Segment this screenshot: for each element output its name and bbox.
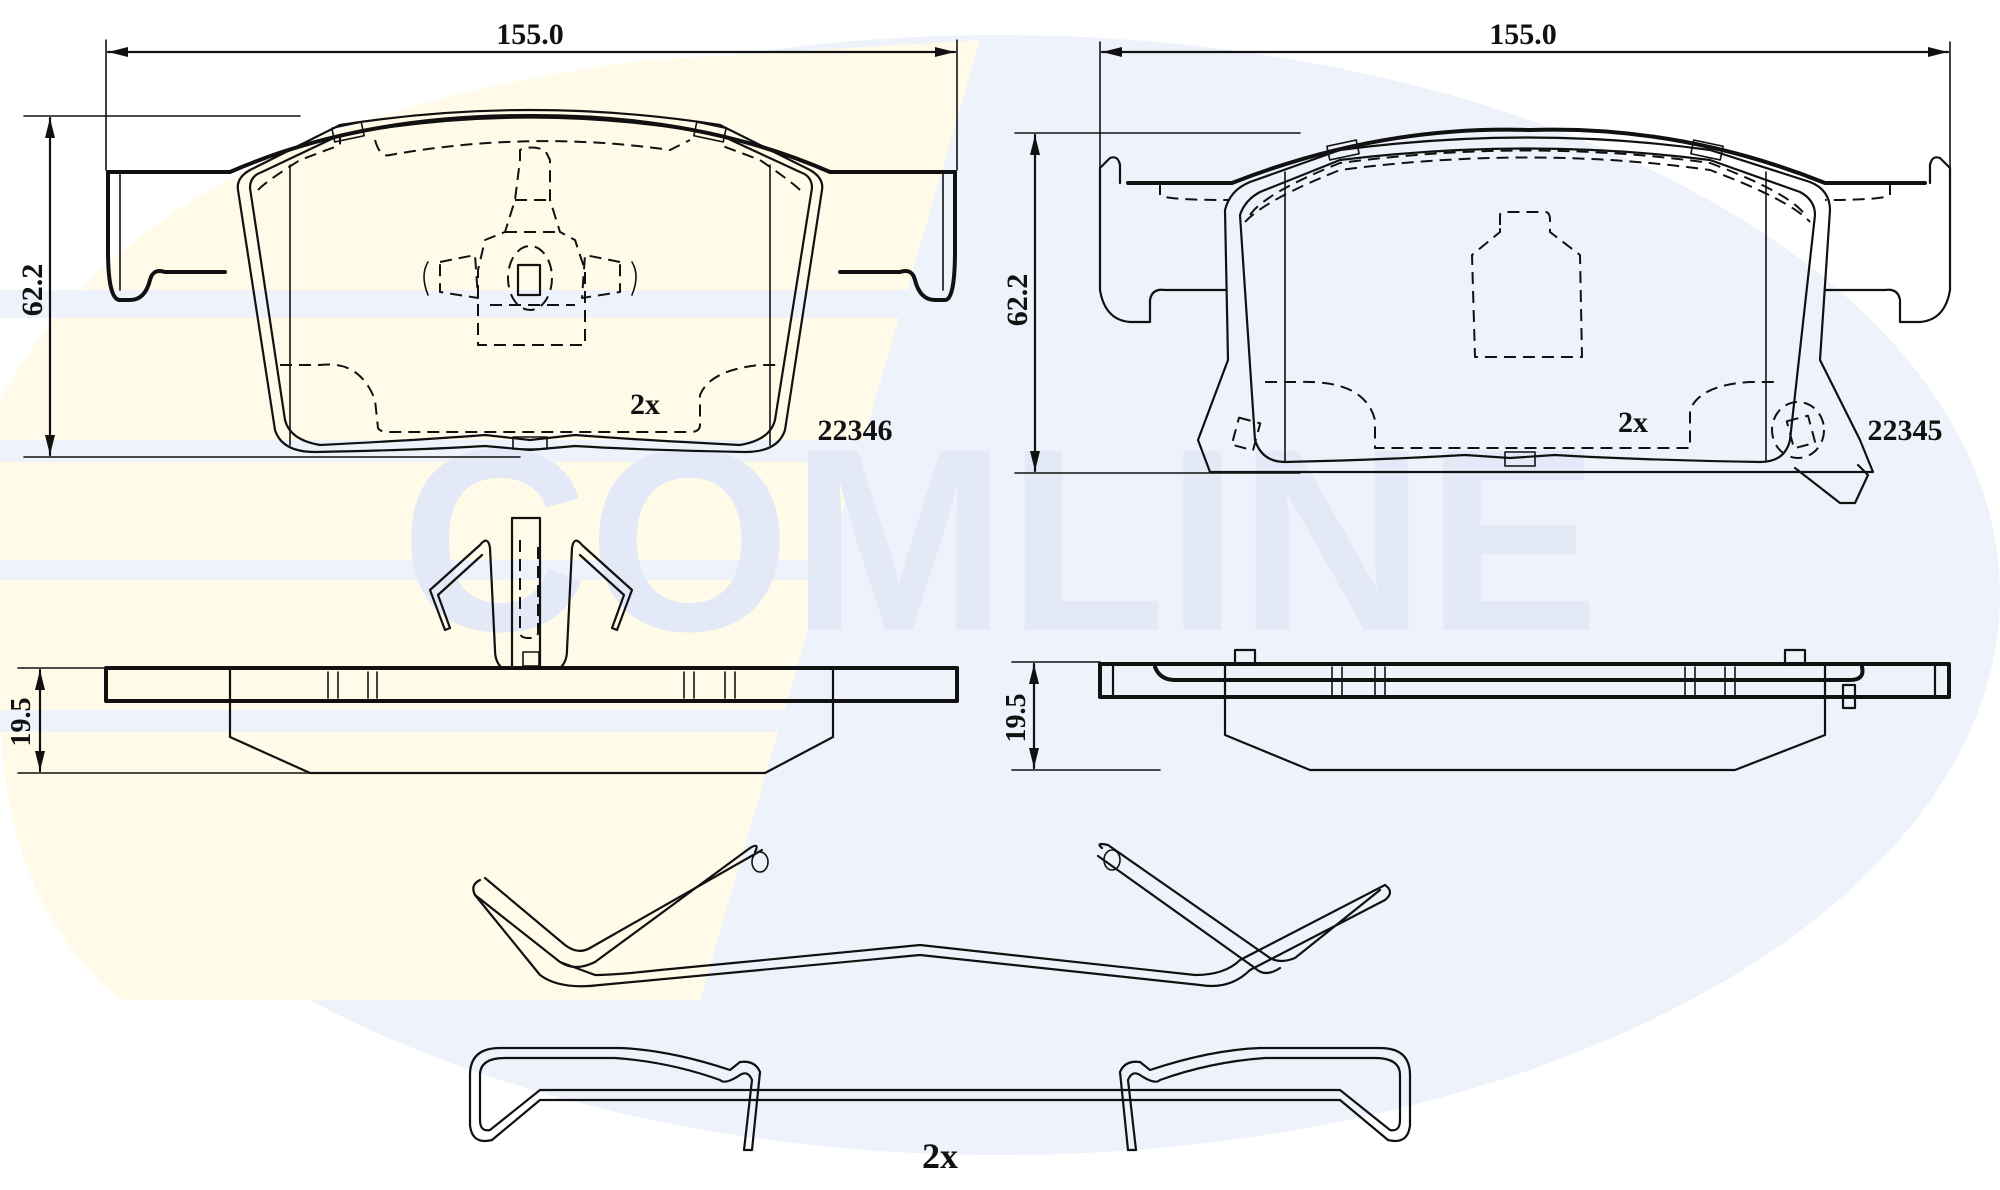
pad-22346-thickness-dimension: 19.5 [6,698,37,747]
pad-22345-side-view: 19.5 [1001,648,1951,772]
pad-22346-part-number: 22346 [818,414,893,447]
anti-rattle-spring-bracket: 2x [468,1046,1412,1176]
pad-22346-height-dimension: 62.2 [16,264,49,317]
spring-quantity: 2x [922,1136,958,1176]
pad-22346-sensor-outline [423,146,637,346]
pad-22346-quantity: 2x [630,388,660,421]
pad-22345-front-view: 155.0 62.2 2x 22345 [1001,18,1952,505]
watermark-text: COMLINE [401,396,1600,686]
comline-watermark: COMLINE [0,35,2000,1155]
pad-22345-part-number: 22345 [1868,414,1943,447]
pad-22346-width-dimension: 155.0 [496,18,564,51]
anti-rattle-spring-v [472,842,1392,988]
pad-22345-width-dimension: 155.0 [1489,18,1557,51]
pad-22346-side-view: 19.5 [6,516,959,775]
pad-22345-height-dimension: 62.2 [1001,274,1034,327]
pad-22345-quantity: 2x [1618,406,1648,439]
pad-22345-thickness-dimension: 19.5 [1001,694,1032,743]
pad-22346-front-view: 155.0 62.2 [16,18,958,458]
